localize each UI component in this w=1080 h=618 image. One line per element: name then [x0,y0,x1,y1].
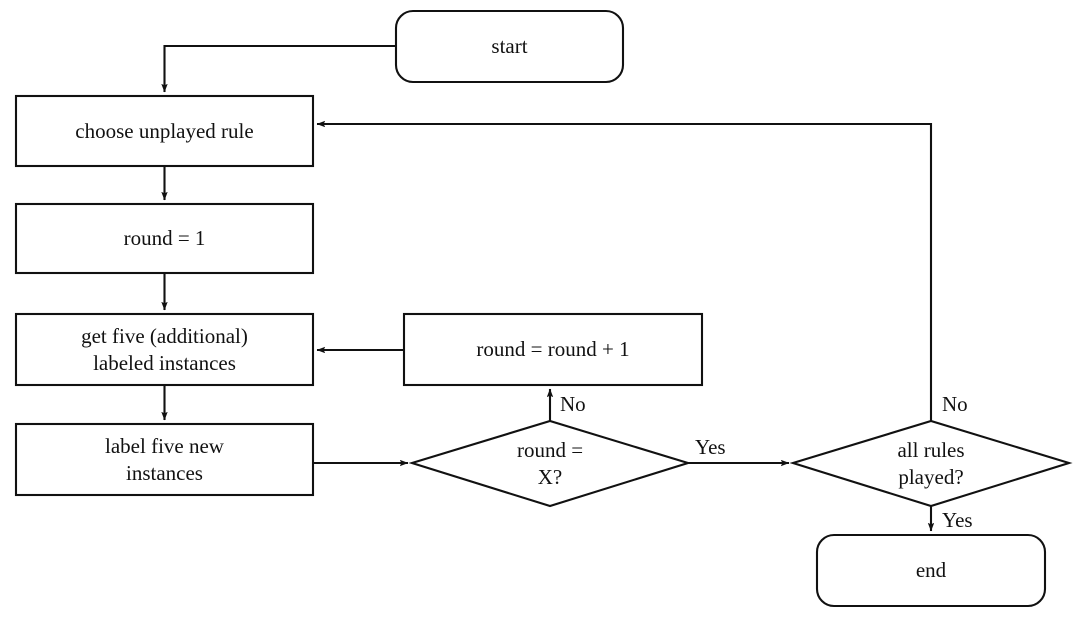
node-shape-end[interactable] [815,533,1047,608]
node-shape-label-instances[interactable] [14,422,315,497]
edge-rules-check-no-to-choose-rule [316,120,933,421]
node-shape-choose-rule[interactable] [14,94,315,168]
node-shape-round-increment[interactable] [402,312,704,387]
node-shape-get-instances[interactable] [14,312,315,387]
edge-start-to-choose-rule [161,44,396,93]
node-shape-round-init[interactable] [14,202,315,275]
node-shape-start[interactable] [394,9,625,84]
node-shape-rules-check[interactable] [789,419,1073,508]
node-shape-round-check[interactable] [408,419,692,508]
